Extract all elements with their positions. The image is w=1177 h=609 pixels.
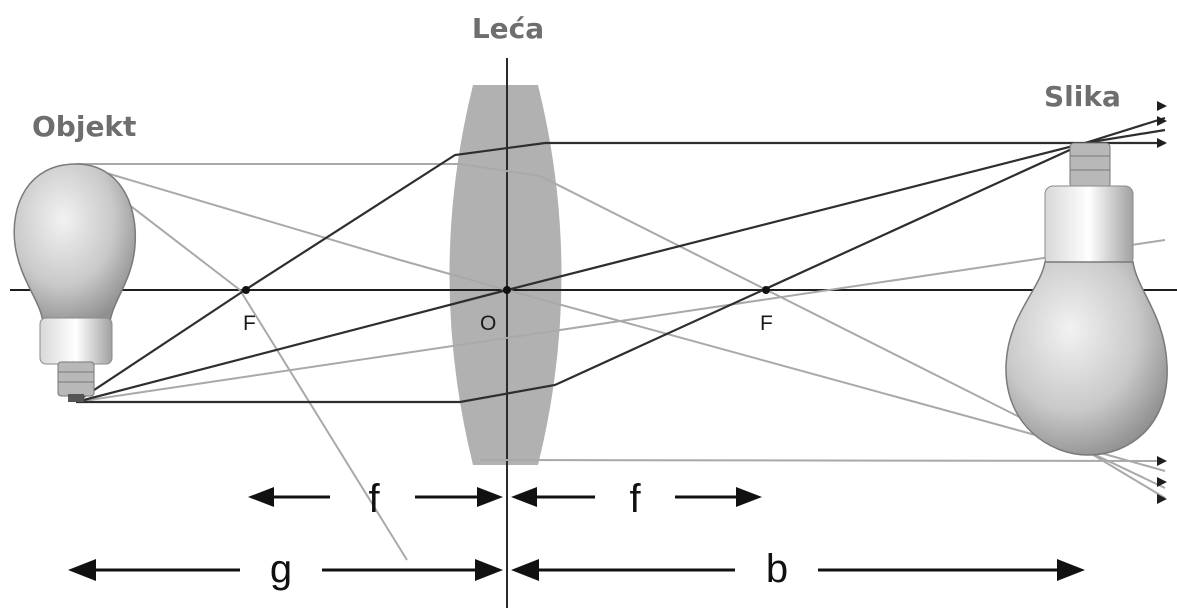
center-label: O	[480, 312, 496, 335]
focus-label-right: F	[760, 312, 773, 335]
light-bulb-upright-icon	[13, 163, 137, 402]
focus-point-left	[242, 286, 250, 294]
dark-rays	[75, 116, 1166, 404]
lens-heading: Leća	[472, 12, 544, 45]
image-heading: Slika	[1044, 80, 1121, 113]
ray-arrowheads	[1157, 101, 1167, 504]
focal-length-label-right: f	[629, 477, 641, 521]
focal-length-label-left: f	[368, 477, 380, 521]
light-bulb-inverted-icon	[1005, 142, 1168, 456]
light-rays	[75, 163, 1166, 561]
dimension-arrows	[68, 487, 1085, 581]
focus-point-right	[762, 286, 770, 294]
focus-label-left: F	[243, 312, 256, 335]
lens-center-point	[503, 286, 511, 294]
lens-shape	[449, 85, 562, 465]
object-distance-label: g	[270, 547, 292, 591]
image-distance-label: b	[766, 547, 788, 591]
object-heading: Objekt	[32, 110, 136, 143]
